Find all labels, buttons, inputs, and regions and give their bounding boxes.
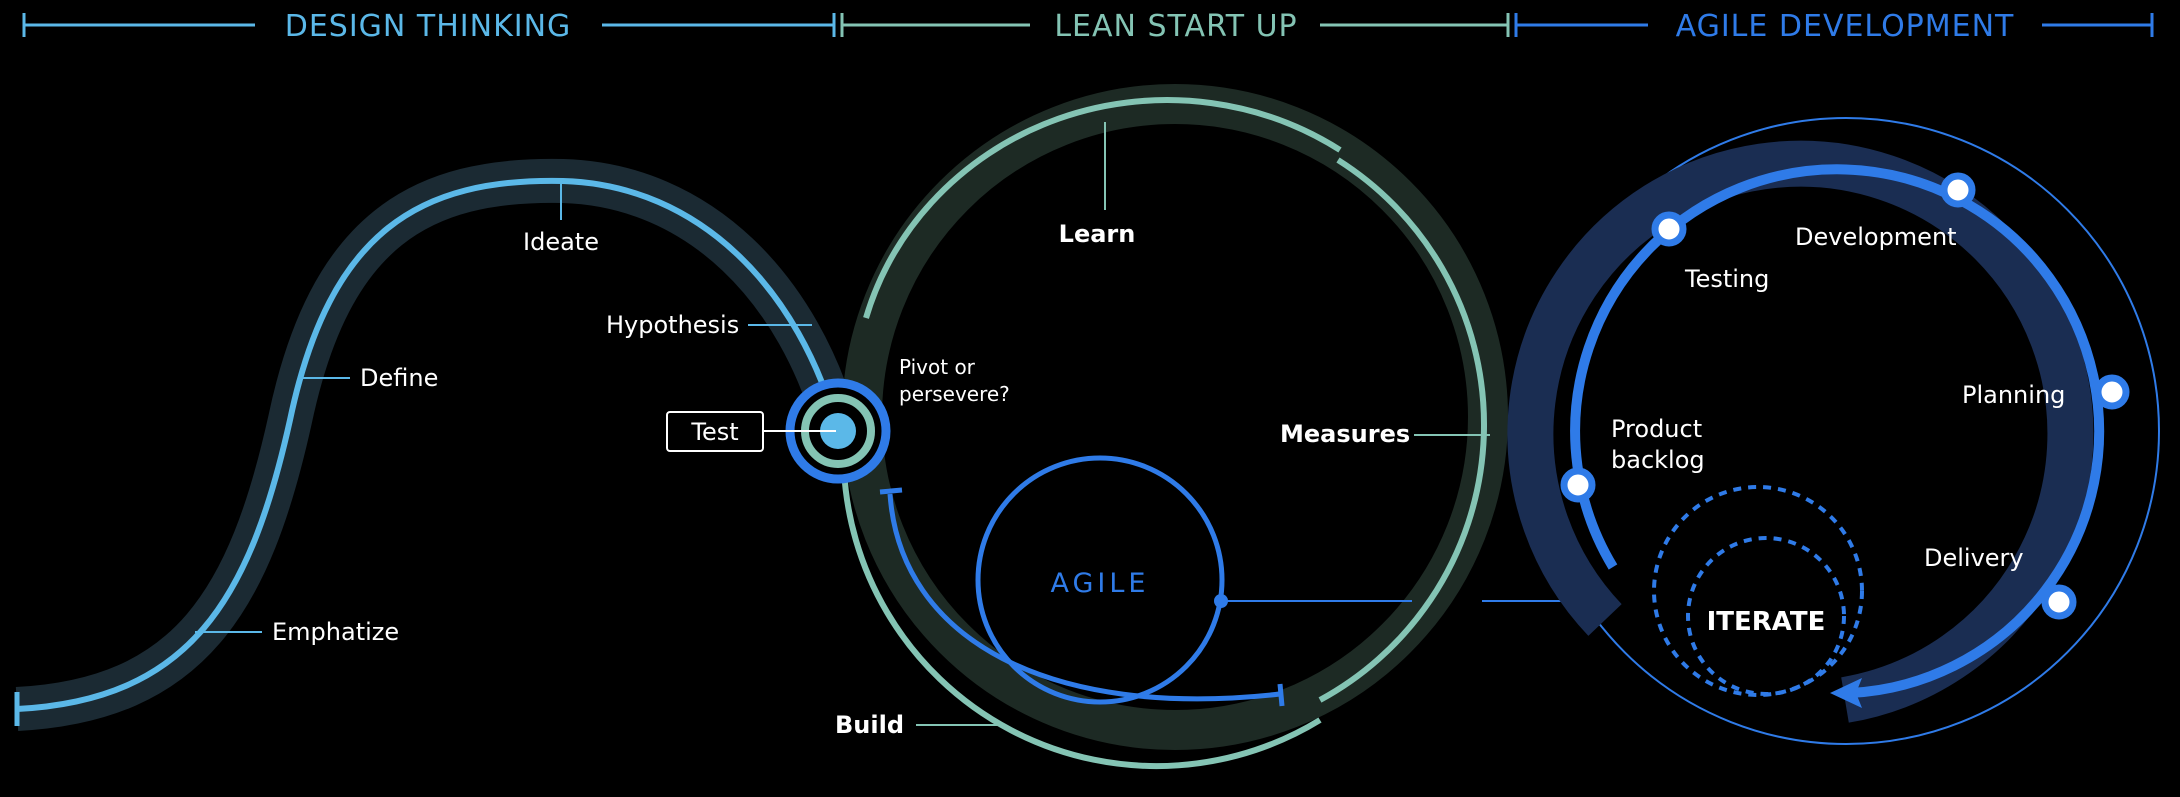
agile-label: AGILE	[1051, 568, 1150, 599]
stage-emphatize: Emphatize	[272, 618, 399, 646]
iterate-label: ITERATE	[1707, 607, 1826, 637]
stage-product-backlog-1: Product	[1611, 415, 1702, 443]
agile-development-cycle: Testing Development Planning Product bac…	[1507, 117, 2160, 745]
header-design-thinking: DESIGN THINKING	[22, 9, 836, 44]
stage-testing: Testing	[1684, 265, 1769, 293]
agile-circle	[975, 455, 1225, 705]
stage-define: Define	[360, 364, 438, 392]
lean-startup-cycle: Learn Measures Build AGILE	[835, 84, 1583, 770]
header-agile-development: AGILE DEVELOPMENT	[1514, 9, 2154, 44]
stage-ideate: Ideate	[523, 228, 599, 256]
arrow-head-icon	[1830, 678, 1862, 708]
stage-measures: Measures	[1280, 420, 1410, 448]
test-label: Test	[690, 418, 738, 446]
stage-planning: Planning	[1962, 381, 2065, 409]
stage-product-backlog-2: backlog	[1611, 446, 1705, 474]
stage-delivery: Delivery	[1924, 544, 2024, 572]
stage-development: Development	[1795, 223, 1957, 251]
test-target: Test Pivot or persevere?	[666, 355, 1010, 484]
stage-learn: Learn	[1059, 220, 1136, 248]
agile-nodes	[1560, 172, 2130, 620]
design-thinking-curve: Emphatize Define Ideate Hypothesis	[14, 158, 860, 731]
header-lean-startup: LEAN START UP	[840, 9, 1510, 44]
pivot-label-2: persevere?	[899, 382, 1010, 406]
header-design-thinking-label: DESIGN THINKING	[285, 9, 572, 44]
pivot-label-1: Pivot or	[899, 355, 976, 379]
stage-build: Build	[835, 711, 904, 739]
header-lean-startup-label: LEAN START UP	[1054, 9, 1297, 44]
header-agile-development-label: AGILE DEVELOPMENT	[1676, 9, 2015, 44]
stage-hypothesis: Hypothesis	[606, 311, 739, 339]
